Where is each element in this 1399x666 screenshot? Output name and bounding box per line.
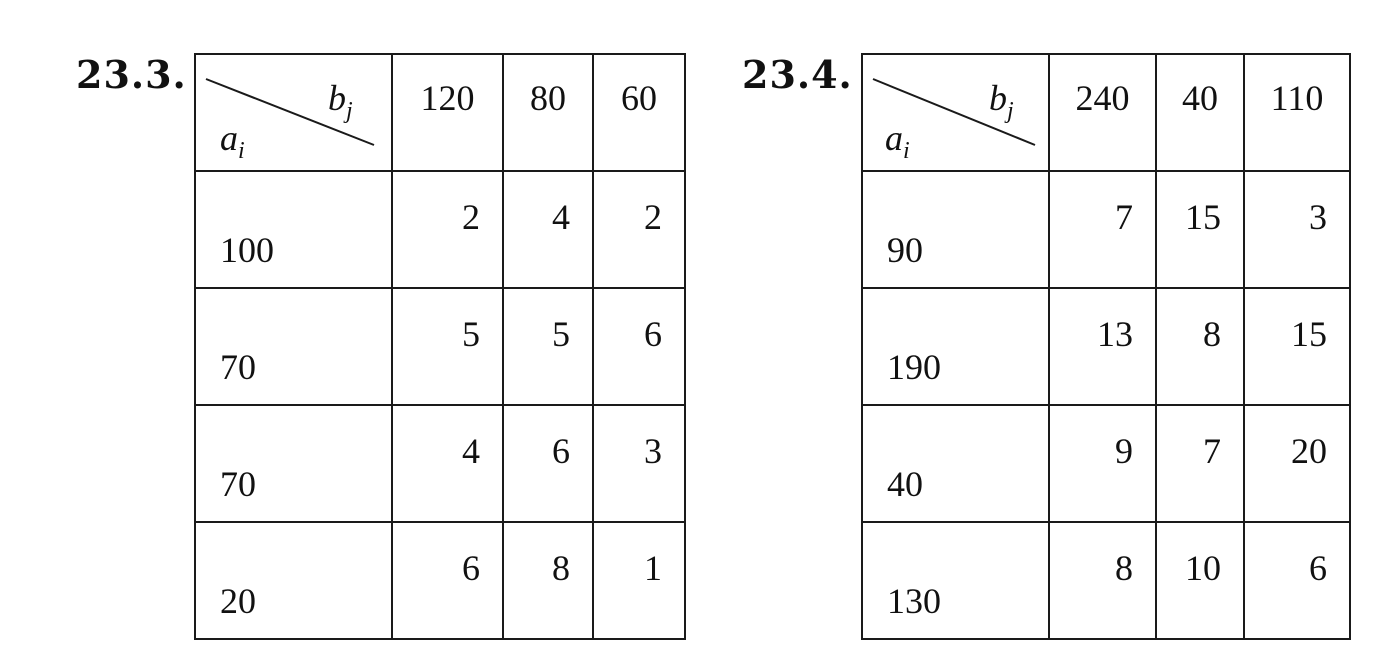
cost-cell: 4 <box>391 404 504 523</box>
cost-cell: 3 <box>592 404 686 523</box>
cost-cell: 6 <box>502 404 594 523</box>
cost-cell: 6 <box>1243 521 1351 640</box>
cost-cell: 2 <box>391 170 504 289</box>
cost-cell: 8 <box>1048 521 1157 640</box>
table-row: 20 6 8 1 <box>194 521 686 640</box>
demand-cell: 60 <box>592 53 686 172</box>
cost-cell: 10 <box>1155 521 1245 640</box>
demand-cell: 40 <box>1155 53 1245 172</box>
cost-cell: 7 <box>1048 170 1157 289</box>
supply-cell: 100 <box>194 170 393 289</box>
diagonal-divider <box>872 78 1036 146</box>
supply-cell: 190 <box>861 287 1050 406</box>
cost-cell: 8 <box>502 521 594 640</box>
cost-cell: 5 <box>502 287 594 406</box>
supply-cell: 70 <box>194 287 393 406</box>
table-row: 40 9 7 20 <box>861 404 1351 523</box>
transport-table-23-4: bj ai 240 40 110 90 7 15 3 190 13 8 15 4… <box>861 53 1351 640</box>
supply-cell: 40 <box>861 404 1050 523</box>
cost-cell: 13 <box>1048 287 1157 406</box>
cost-cell: 3 <box>1243 170 1351 289</box>
diagonal-divider <box>205 78 375 146</box>
demand-cell: 240 <box>1048 53 1157 172</box>
problem-number: 23.3. <box>76 52 187 97</box>
cost-cell: 9 <box>1048 404 1157 523</box>
problem-number: 23.4. <box>742 52 853 97</box>
cost-cell: 1 <box>592 521 686 640</box>
demand-symbol: bj <box>328 78 353 125</box>
transport-table-23-3: bj ai 120 80 60 100 2 4 2 70 5 5 6 70 4 … <box>194 53 686 640</box>
table-row: 190 13 8 15 <box>861 287 1351 406</box>
table-row: 90 7 15 3 <box>861 170 1351 289</box>
supply-cell: 90 <box>861 170 1050 289</box>
cost-cell: 4 <box>502 170 594 289</box>
cost-cell: 2 <box>592 170 686 289</box>
header-row: bj ai 240 40 110 <box>861 53 1351 172</box>
corner-cell: bj ai <box>194 53 393 172</box>
table-row: 70 4 6 3 <box>194 404 686 523</box>
table-row: 100 2 4 2 <box>194 170 686 289</box>
cost-cell: 6 <box>391 521 504 640</box>
header-row: bj ai 120 80 60 <box>194 53 686 172</box>
supply-symbol: ai <box>885 118 910 165</box>
supply-cell: 130 <box>861 521 1050 640</box>
demand-cell: 110 <box>1243 53 1351 172</box>
demand-cell: 120 <box>391 53 504 172</box>
demand-symbol: bj <box>989 78 1014 125</box>
table-row: 130 8 10 6 <box>861 521 1351 640</box>
supply-symbol: ai <box>220 118 245 165</box>
cost-cell: 5 <box>391 287 504 406</box>
cost-cell: 15 <box>1155 170 1245 289</box>
supply-cell: 70 <box>194 404 393 523</box>
cost-cell: 20 <box>1243 404 1351 523</box>
supply-cell: 20 <box>194 521 393 640</box>
cost-cell: 6 <box>592 287 686 406</box>
cost-cell: 15 <box>1243 287 1351 406</box>
corner-cell: bj ai <box>861 53 1050 172</box>
cost-cell: 7 <box>1155 404 1245 523</box>
demand-cell: 80 <box>502 53 594 172</box>
cost-cell: 8 <box>1155 287 1245 406</box>
table-row: 70 5 5 6 <box>194 287 686 406</box>
